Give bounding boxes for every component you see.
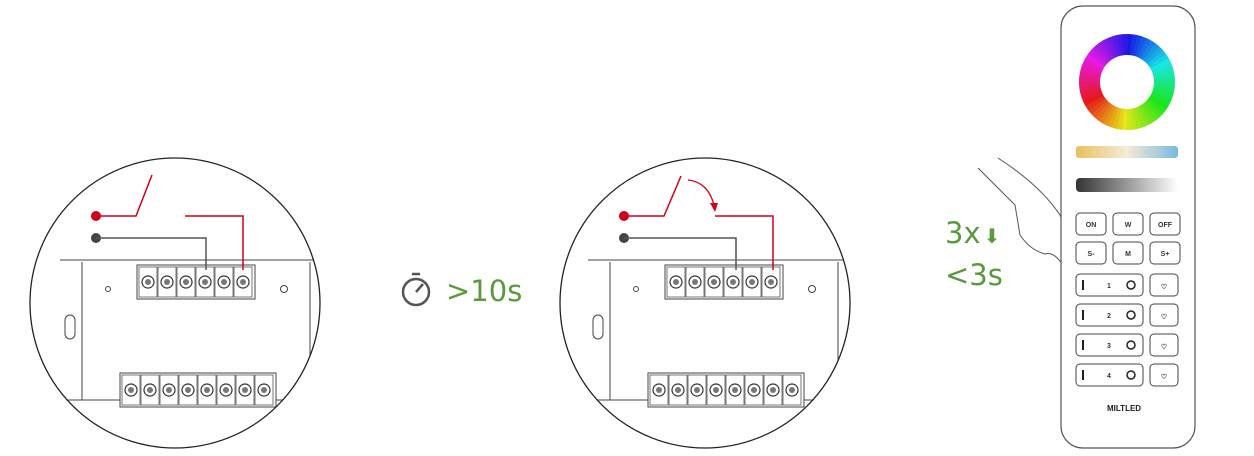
mount-slot (592, 314, 604, 340)
scene-button-2[interactable] (1149, 303, 1179, 327)
scene-button-1[interactable] (1149, 273, 1179, 297)
switch-closing-wires (619, 175, 774, 270)
brightness-slider (1076, 178, 1178, 192)
arrow-icon (710, 203, 718, 212)
svg-text:W: W (1125, 222, 1132, 229)
mount-slot (323, 315, 333, 339)
zoom-circle-1 (29, 157, 321, 449)
controller-panel-1 (60, 259, 333, 410)
svg-text:4: 4 (1107, 373, 1111, 380)
remote-button-splus[interactable] (1149, 241, 1181, 265)
svg-text:OFF: OFF (1158, 222, 1173, 229)
remote-button-off[interactable] (1149, 212, 1181, 236)
zone-button-2[interactable] (1075, 303, 1144, 327)
svg-text:3: 3 (1107, 343, 1111, 350)
heart-icon: ♡ (1161, 283, 1167, 291)
remote-button-on[interactable] (1075, 212, 1107, 236)
mount-slot (851, 315, 861, 339)
white-balance-slider (1076, 146, 1178, 158)
controller-panel-2 (588, 259, 861, 410)
stopwatch-icon (401, 272, 431, 307)
zone-button-1[interactable] (1075, 273, 1144, 297)
svg-text:2: 2 (1107, 313, 1111, 320)
svg-text:S-: S- (1088, 251, 1096, 258)
mount-slot (64, 314, 76, 340)
zone-button-3[interactable] (1075, 333, 1144, 357)
arrow-down-icon: ⬇ (983, 224, 1001, 248)
svg-text:S+: S+ (1161, 251, 1170, 258)
svg-text:1: 1 (1107, 283, 1111, 290)
press-count-label: 3x⬇ (945, 216, 1000, 250)
switch-open-wires (91, 174, 244, 270)
svg-text:M: M (1125, 251, 1131, 258)
color-wheel (1078, 34, 1175, 131)
remote-button-w[interactable] (1112, 212, 1144, 236)
scene-button-4[interactable] (1149, 363, 1179, 387)
press-window-label: <3s (945, 258, 1003, 292)
heart-icon: ♡ (1161, 343, 1167, 351)
zoom-circle-2 (559, 157, 851, 449)
remote-control: ON W OFF S- M S+ 1 ♡ 2 ♡ 3 ♡ 4 ♡ (1060, 5, 1196, 449)
brand-logo: MILTLED (1107, 404, 1142, 413)
scene-button-3[interactable] (1149, 333, 1179, 357)
press-count: 3x (945, 216, 981, 250)
hold-duration-label: >10s (446, 274, 523, 308)
remote-button-m[interactable] (1112, 241, 1144, 265)
svg-text:ON: ON (1086, 222, 1097, 229)
heart-icon: ♡ (1161, 313, 1167, 321)
zone-button-4[interactable] (1075, 363, 1144, 387)
heart-icon: ♡ (1161, 373, 1167, 381)
remote-button-sminus[interactable] (1075, 241, 1107, 265)
